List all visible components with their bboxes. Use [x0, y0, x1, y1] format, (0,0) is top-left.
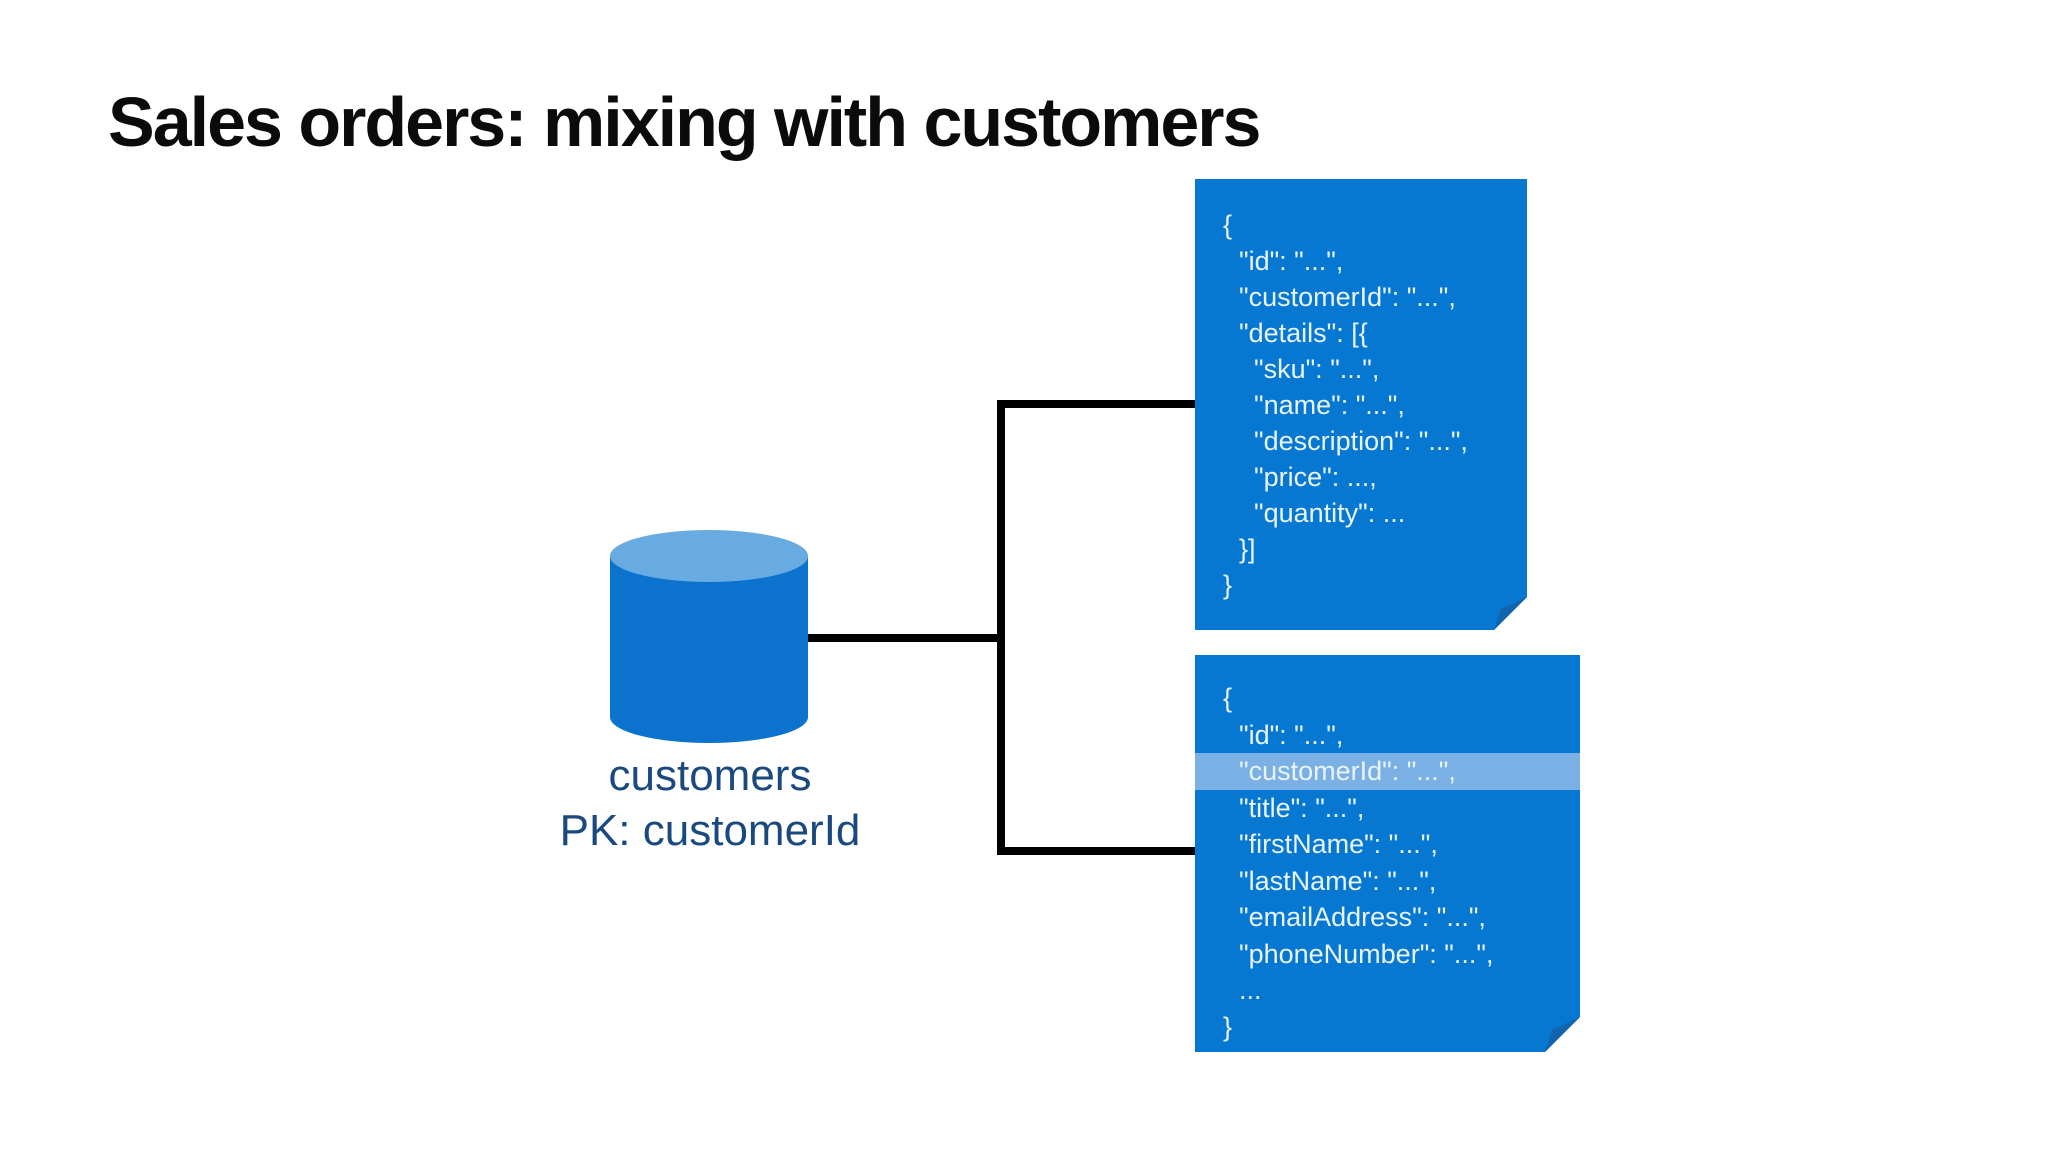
- connector-line-bottom: [1001, 847, 1195, 855]
- customer-document: {"id": "...","customerId": "...","title"…: [1195, 655, 1580, 1052]
- json-line: {: [1223, 683, 1233, 713]
- json-line: "emailAddress": "...",: [1239, 902, 1486, 932]
- database-name: customers: [608, 751, 812, 800]
- json-line: "id": "...",: [1239, 246, 1344, 276]
- folded-corner-icon: [1545, 1017, 1580, 1052]
- json-line: "description": "...",: [1254, 426, 1468, 456]
- json-line: "details": [{: [1239, 318, 1368, 348]
- database-partition-key: PK: customerId: [559, 806, 861, 855]
- json-line: "price": ...,: [1254, 462, 1377, 492]
- slide-title: Sales orders: mixing with customers: [108, 83, 1261, 161]
- json-line: "title": "...",: [1239, 792, 1365, 823]
- json-line: "sku": "...",: [1254, 354, 1380, 384]
- json-line: "name": "...",: [1254, 390, 1405, 420]
- json-line: }: [1223, 570, 1233, 600]
- json-line: "firstName": "...",: [1239, 829, 1438, 859]
- json-line: "quantity": ...: [1254, 498, 1406, 528]
- folded-corner-icon: [1494, 597, 1527, 630]
- database-cylinder-icon: [610, 530, 808, 743]
- json-line: "customerId": "...",: [1239, 282, 1456, 312]
- json-line: "lastName": "...",: [1239, 865, 1437, 896]
- json-line: }]: [1239, 534, 1256, 564]
- json-line-highlighted: "customerId": "...",: [1195, 753, 1580, 790]
- connector-line-vertical: [997, 400, 1005, 855]
- connector-line-top: [1001, 400, 1195, 408]
- json-line: "phoneNumber": "...",: [1239, 938, 1494, 969]
- connector-line-middle: [806, 634, 1000, 642]
- json-line: "id": "...",: [1239, 719, 1344, 750]
- database-label: customers PK: customerId: [460, 748, 960, 858]
- sales-order-document: {"id": "...", "customerId": "...", "detail…: [1195, 179, 1527, 630]
- json-line: {: [1223, 210, 1233, 240]
- json-line: }: [1223, 1011, 1233, 1042]
- json-line: ...: [1239, 975, 1262, 1005]
